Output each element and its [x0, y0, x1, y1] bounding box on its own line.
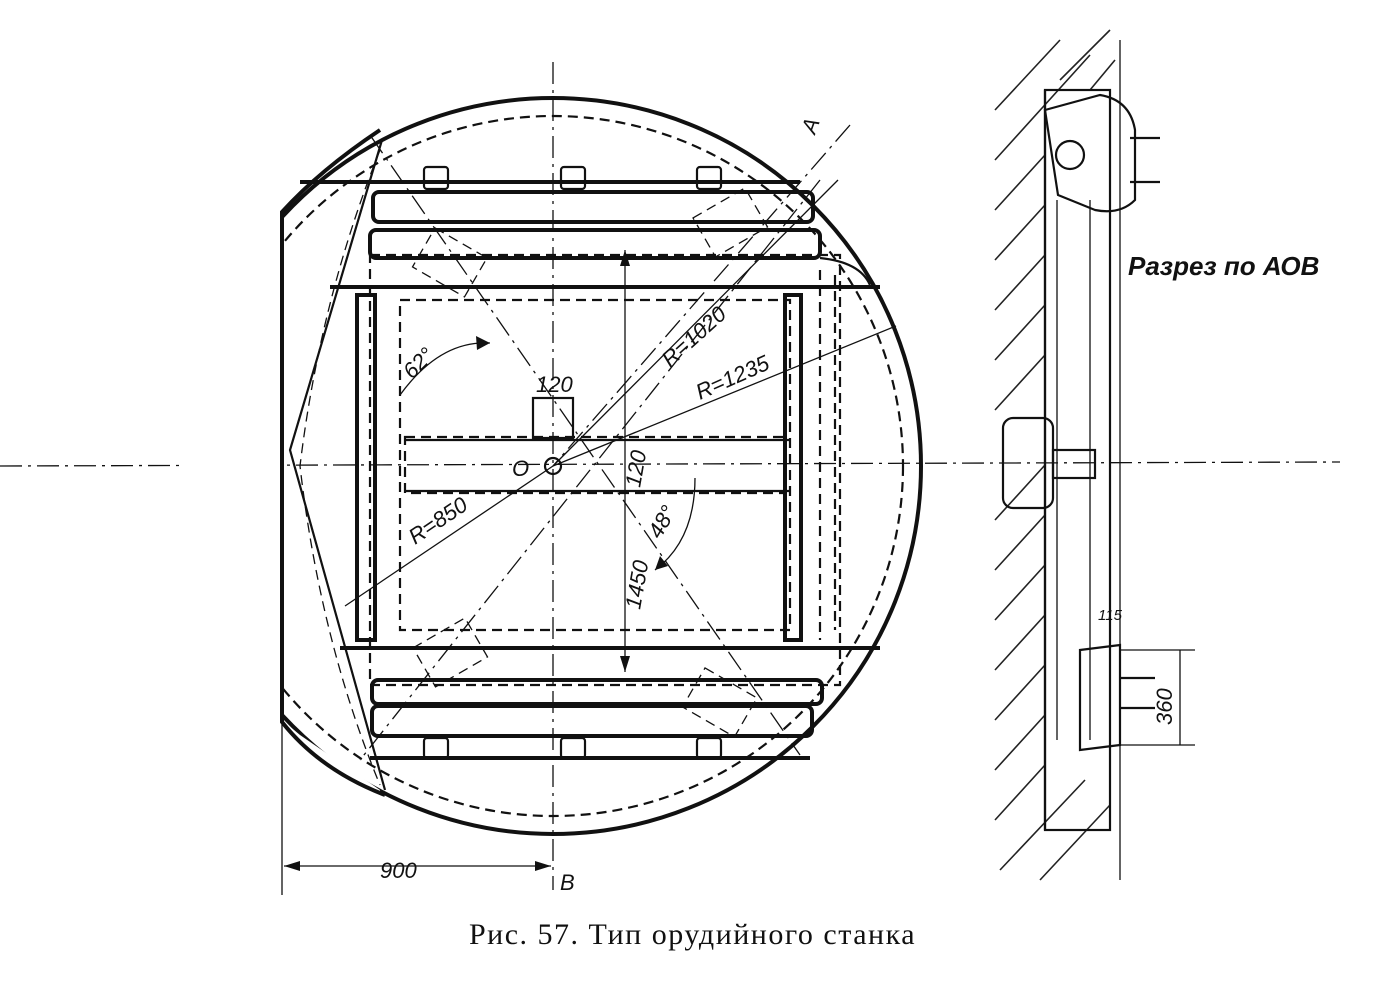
bottom-rail-1: [370, 678, 824, 706]
angle-48-arrow: [655, 556, 668, 570]
radius-1235-line: [552, 325, 897, 467]
label-width-900: 900: [380, 858, 417, 883]
outer-frame-dashed: [368, 253, 842, 687]
diag-line-1: [369, 134, 801, 756]
inner-ring-dashed: [201, 114, 905, 818]
dim-1450-arrow-top: [620, 250, 630, 266]
left-frame: [355, 293, 377, 642]
radius-1020-line: [552, 179, 839, 467]
label-section-115: 115: [1098, 607, 1123, 624]
dim-900-arrow-left: [284, 861, 300, 871]
top-roller: [1054, 139, 1086, 171]
top-rail-3: [368, 228, 822, 260]
figure-caption: Рис. 57. Тип орудийного станка: [468, 918, 917, 951]
top-rail-2: [371, 190, 815, 224]
angle-62-arrow: [476, 336, 490, 350]
bolt-top-1: [422, 165, 450, 191]
plan-view: R=1020 R=1235 R=850 62° 48° 120 120 1450…: [0, 62, 1341, 895]
bottom-bearing: [1078, 643, 1122, 752]
label-radius-850: R=850: [404, 491, 473, 549]
bolt-top-2: [559, 165, 587, 191]
pivot: [543, 456, 563, 476]
bolt-top-3: [695, 165, 723, 191]
top-rail-bend: [819, 256, 872, 286]
label-section-360: 360: [1152, 688, 1177, 725]
bolt-bottom-3: [695, 736, 723, 760]
ring-section-outline: [1043, 88, 1112, 832]
bolt-bottom-2: [559, 736, 587, 760]
axis-A: [552, 124, 851, 467]
center-block: [531, 396, 575, 440]
roller-3: [412, 617, 489, 688]
label-angle-62: 62°: [398, 342, 439, 383]
inner-frame-dashed: [398, 298, 792, 632]
center-band: [403, 435, 787, 495]
label-point-O: O: [512, 456, 529, 481]
roller-2: [692, 187, 769, 258]
label-offset-120: 120: [620, 448, 651, 489]
section-label: Разрез по АОВ: [1128, 251, 1319, 281]
dim-900-arrow-right: [535, 861, 551, 871]
label-radius-1235: R=1235: [692, 350, 774, 405]
roller-4: [681, 667, 758, 738]
top-bearing: [1043, 93, 1137, 213]
shell-left-inner: [288, 139, 387, 791]
shell-left-dashed: [299, 149, 381, 786]
label-width-120: 120: [536, 372, 573, 397]
label-point-A: A: [796, 114, 825, 138]
diag-line-2: [359, 179, 821, 761]
radius-850-line: [344, 465, 554, 607]
shell-left-contour: [280, 128, 386, 797]
right-frame: [783, 293, 803, 642]
dim-1450-arrow-bottom: [620, 656, 630, 672]
bottom-rail-2: [370, 704, 814, 738]
bolt-bottom-1: [422, 736, 450, 760]
pivot-pin: [1051, 448, 1097, 480]
roller-1: [411, 227, 488, 298]
label-radius-1020: R=1020: [657, 301, 732, 372]
wall-hatching: [994, 29, 1116, 881]
label-point-B: B: [560, 870, 575, 895]
section-view: 360 115 Разрез по АОВ: [994, 29, 1319, 881]
